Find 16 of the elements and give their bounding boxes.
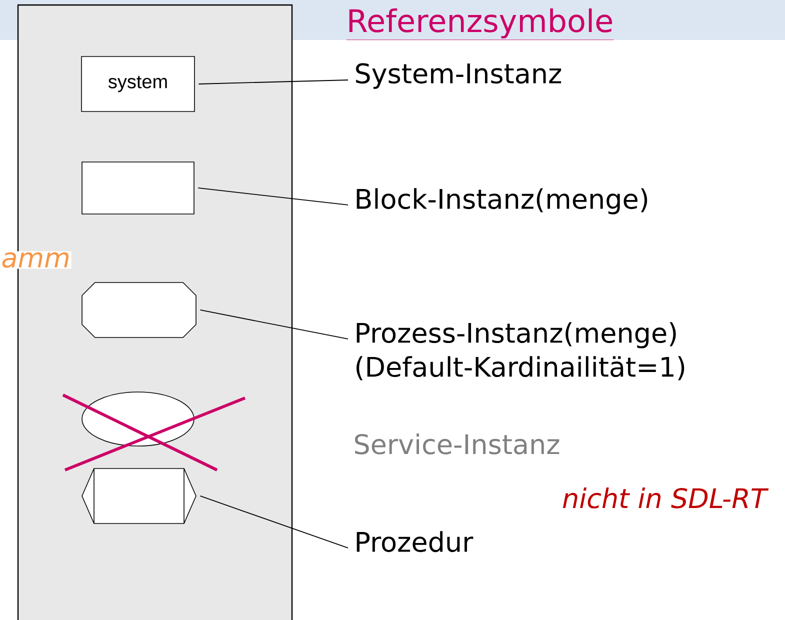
symbol-label: System-Instanz xyxy=(356,63,562,89)
title: Referenzsymbole xyxy=(346,8,614,40)
leader-line xyxy=(200,310,348,340)
symbol-label: Prozedur xyxy=(356,531,474,552)
leader-line xyxy=(200,496,348,548)
note: nicht in SDL-RT xyxy=(562,488,769,508)
system-box: system xyxy=(81,56,195,112)
symbol-label: Prozess-Instanz(menge) (Default-Kardinailität=1) xyxy=(356,322,684,380)
service-ellipse xyxy=(82,392,194,446)
leader-line xyxy=(198,188,348,206)
process-octagon xyxy=(82,282,196,338)
label-fragment: amm xyxy=(0,251,72,269)
leader-line xyxy=(198,80,348,84)
symbol-label: Service-Instanz xyxy=(355,434,560,454)
symbol-label: Block-Instanz(menge) xyxy=(356,188,648,214)
block-box xyxy=(82,162,194,214)
